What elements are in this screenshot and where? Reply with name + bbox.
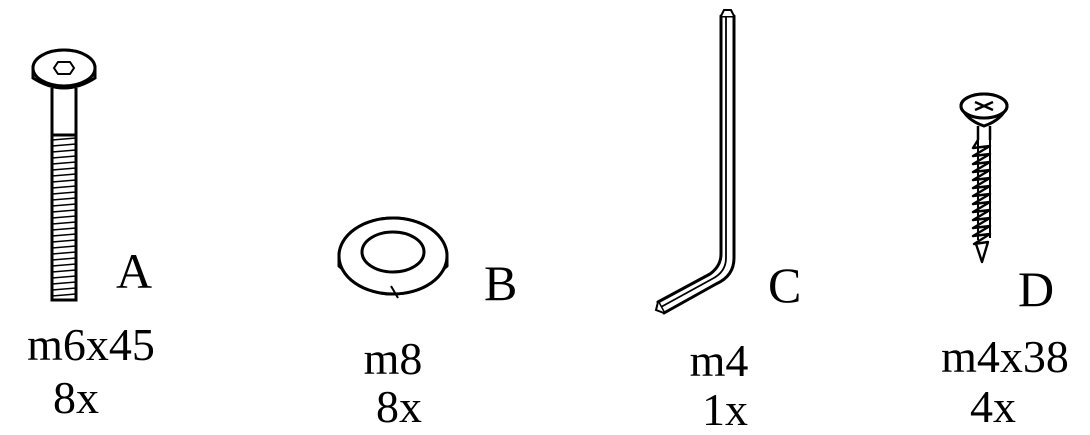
wood-screw-icon bbox=[959, 92, 1009, 264]
part-letter: C bbox=[768, 257, 802, 313]
part-quantity: 8x bbox=[376, 381, 422, 432]
part-size: m4x38 bbox=[941, 331, 1069, 382]
part-a: A m6x45 8x bbox=[0, 0, 260, 429]
allen-key-icon bbox=[654, 9, 736, 315]
part-c: C m4 1x bbox=[620, 0, 860, 433]
part-quantity: 4x bbox=[970, 381, 1016, 432]
part-size: m8 bbox=[363, 333, 423, 384]
part-letter: A bbox=[116, 243, 153, 299]
part-b: B m8 8x bbox=[300, 0, 560, 432]
part-quantity: 1x bbox=[702, 384, 748, 435]
part-quantity: 8x bbox=[53, 372, 99, 423]
lock-washer-icon bbox=[337, 216, 449, 299]
part-size: m4 bbox=[689, 335, 749, 386]
part-d: D m4x38 4x bbox=[900, 0, 1090, 432]
part-letter: B bbox=[484, 255, 518, 311]
part-letter: D bbox=[1018, 261, 1055, 317]
part-size: m6x45 bbox=[27, 319, 155, 370]
barrel-bolt-icon bbox=[31, 48, 97, 302]
